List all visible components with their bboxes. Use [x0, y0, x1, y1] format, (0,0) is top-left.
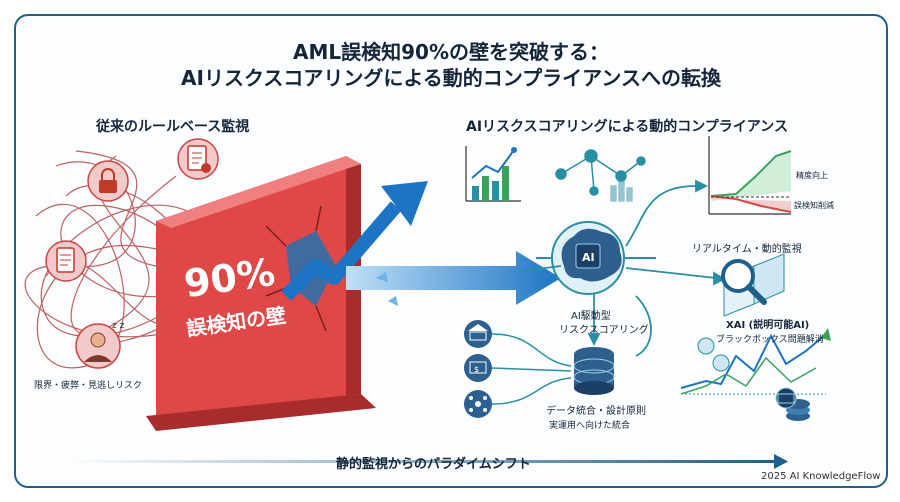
lock-icon — [87, 160, 129, 202]
sleeping-person-icon: z z — [75, 321, 125, 369]
document-icon — [45, 240, 87, 282]
ai-label-1: AI駆動型 — [571, 311, 611, 322]
illustration-layer: z z — [24, 136, 831, 469]
left-heading: 従来のルールベース監視 — [96, 119, 250, 135]
ai-label-2: リスクスコアリング — [559, 325, 649, 336]
brain-chip-icon: AI — [536, 221, 656, 295]
connector-lines — [520, 179, 726, 357]
title-line-2: AIリスクスコアリングによる動的コンプライアンスへの転換 — [181, 66, 721, 90]
coins-icon — [775, 387, 810, 421]
finance-chart-icon — [680, 328, 831, 395]
bar-chart-icon — [465, 146, 521, 202]
magnifier-icon — [721, 253, 785, 317]
data-label-1: データ統合・設計原則 — [546, 406, 646, 417]
title-line-1: AML誤検知90%の壁を突破する： — [293, 40, 609, 64]
footer-credit: 2025 AI KnowledgeFlow — [761, 471, 881, 482]
bank-icon — [464, 320, 492, 348]
database-icon — [573, 347, 615, 395]
false-positive-label: 誤検知削減 — [794, 201, 834, 210]
paradigm-shift-arrow — [56, 454, 788, 469]
realtime-label: リアルタイム・動的監視 — [692, 244, 802, 255]
network-icon — [555, 149, 646, 202]
share-icon — [464, 390, 492, 418]
paradigm-shift-label: 静的監視からのパラダイムシフト — [336, 457, 531, 472]
line-chart-icon — [708, 136, 792, 215]
data-label-2: 実運用へ向けた統合 — [549, 421, 631, 431]
xai-label-1: XAI (説明可能AI) — [726, 320, 810, 331]
legacy-risk-label: 限界・疲弊・見逃しリスク — [34, 381, 143, 391]
svg-text:$: $ — [474, 365, 479, 374]
right-heading: AIリスクスコアリングによる動的コンプライアンス — [466, 119, 788, 135]
ai-chip-text: AI — [582, 251, 595, 264]
checklist-icon — [177, 138, 219, 180]
data-connectors — [491, 333, 572, 405]
accuracy-label: 精度向上 — [796, 171, 828, 180]
svg-text:z z: z z — [112, 321, 125, 331]
money-icon: $ — [464, 354, 492, 382]
xai-label-2: ブラックボックス問題解消 — [716, 335, 824, 345]
infographic-frame: z z — [14, 14, 888, 488]
breakthrough-arrow — [281, 181, 561, 306]
